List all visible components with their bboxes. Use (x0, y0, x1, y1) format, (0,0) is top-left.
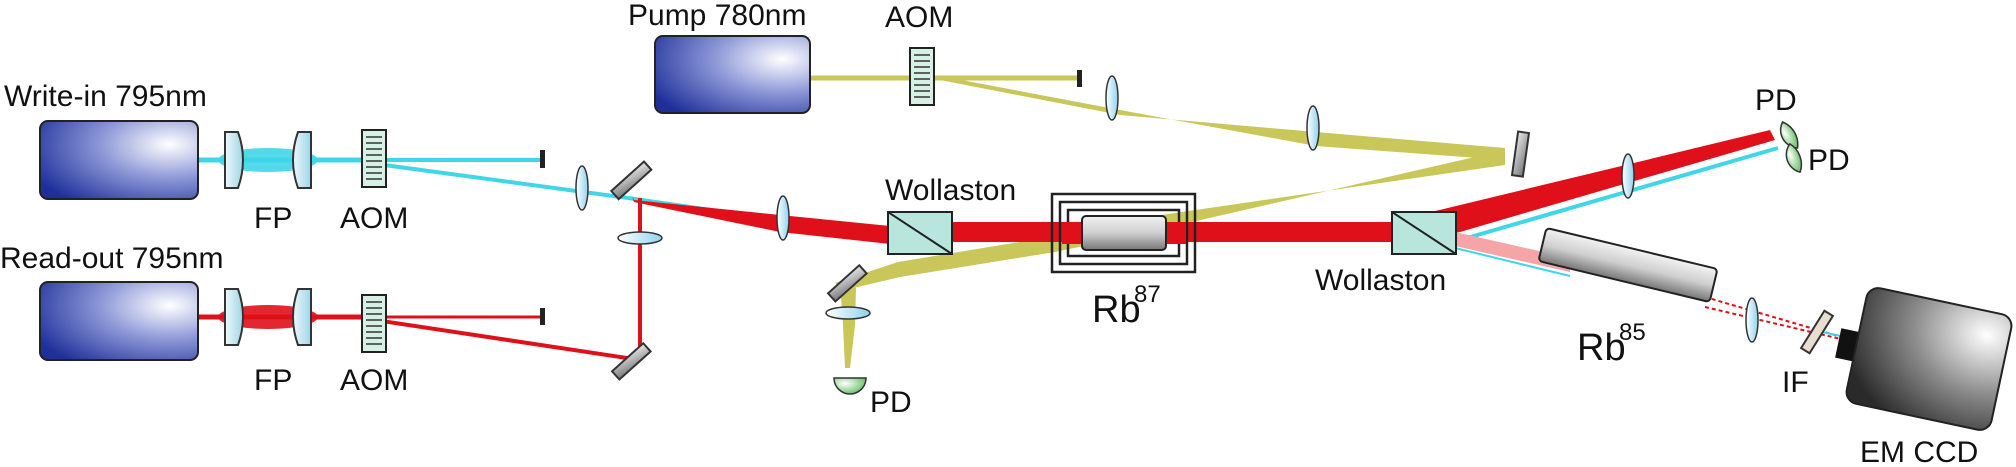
label-wollaston-1: Wollaston (885, 174, 1016, 207)
mirror-pump-bottom (826, 263, 869, 303)
label-rb87-sup: 87 (1134, 281, 1161, 308)
mirror-read-bottom (610, 341, 653, 381)
read-out-laser (39, 281, 199, 361)
wollaston-prism-2 (1391, 211, 1457, 255)
label-pd-top-1: PD (1755, 84, 1797, 117)
fp-write (218, 131, 318, 189)
aom-write (361, 129, 387, 188)
lens-write (575, 165, 589, 211)
lens-ccd (1745, 297, 1759, 343)
lens-pd-bottom (825, 306, 871, 320)
mirror-top-right (1510, 130, 1531, 178)
if-filter (1799, 309, 1835, 355)
lens-pump-1 (1105, 75, 1119, 121)
fp-read (218, 288, 318, 346)
pd-top-1 (1779, 121, 1799, 149)
fp-write-mirror-left (224, 131, 244, 189)
aom-read (361, 294, 387, 353)
magnetic-shield-outer (1050, 192, 1197, 274)
rb85-cell (1538, 227, 1718, 303)
label-rb85: Rb (1577, 327, 1626, 369)
label-write-in: Write-in 795nm (4, 80, 207, 113)
label-pd-bottom: PD (870, 386, 912, 419)
write-in-laser (39, 120, 199, 200)
pump-beam-to-cell (835, 150, 1505, 290)
label-rb87: Rb (1092, 289, 1141, 331)
rb87-cell (1081, 215, 1167, 251)
pump-beam-expanding (940, 76, 1505, 160)
label-pump: Pump 780nm (628, 0, 806, 32)
lens-signal (776, 195, 790, 241)
label-aom-read: AOM (340, 364, 408, 397)
fp-read-mirror-left (224, 288, 244, 346)
read-beam-deflected (361, 316, 641, 362)
beam-dump-read (540, 308, 545, 325)
label-rb85-sup: 85 (1619, 319, 1646, 346)
lasers (39, 35, 811, 361)
label-em-ccd: EM CCD (1860, 436, 1978, 467)
label-if-filter: IF (1782, 366, 1809, 399)
label-aom-pump: AOM (885, 1, 953, 34)
pump-laser (654, 35, 811, 114)
label-read-out: Read-out 795nm (0, 242, 223, 275)
beam-dump-pump (1077, 70, 1082, 87)
signal-beam-to-pd (1390, 130, 1775, 242)
cyan-beam-to-pd (1459, 146, 1779, 242)
label-fp-write: FP (254, 202, 292, 235)
lens-pd-top (1621, 153, 1635, 199)
em-ccd-camera (1835, 287, 2013, 431)
em-ccd-body (1845, 287, 2013, 431)
aom-pump (909, 47, 935, 106)
label-fp-read: FP (254, 364, 292, 397)
retrieved-beam-cyan-edge (1454, 247, 1571, 277)
lens-read-vertical (617, 231, 663, 245)
wollaston-prism-1 (887, 211, 953, 255)
pump-beam-to-pd (840, 282, 856, 368)
lens-pump-2 (1306, 105, 1320, 151)
fp-write-mirror-right (292, 131, 312, 189)
label-aom-write: AOM (340, 202, 408, 235)
pd-top-2 (1785, 142, 1803, 173)
mirror-write-combine (609, 160, 653, 201)
label-pd-top-2: PD (1808, 144, 1850, 177)
rb87-cell-assembly (1050, 192, 1197, 274)
beam-dump-write (540, 150, 545, 168)
pd-bottom (833, 377, 867, 395)
magnetic-shield-middle (1058, 200, 1189, 266)
signal-beam-combined (632, 196, 890, 244)
label-wollaston-2: Wollaston (1315, 264, 1446, 297)
fp-read-mirror-right (292, 288, 312, 346)
